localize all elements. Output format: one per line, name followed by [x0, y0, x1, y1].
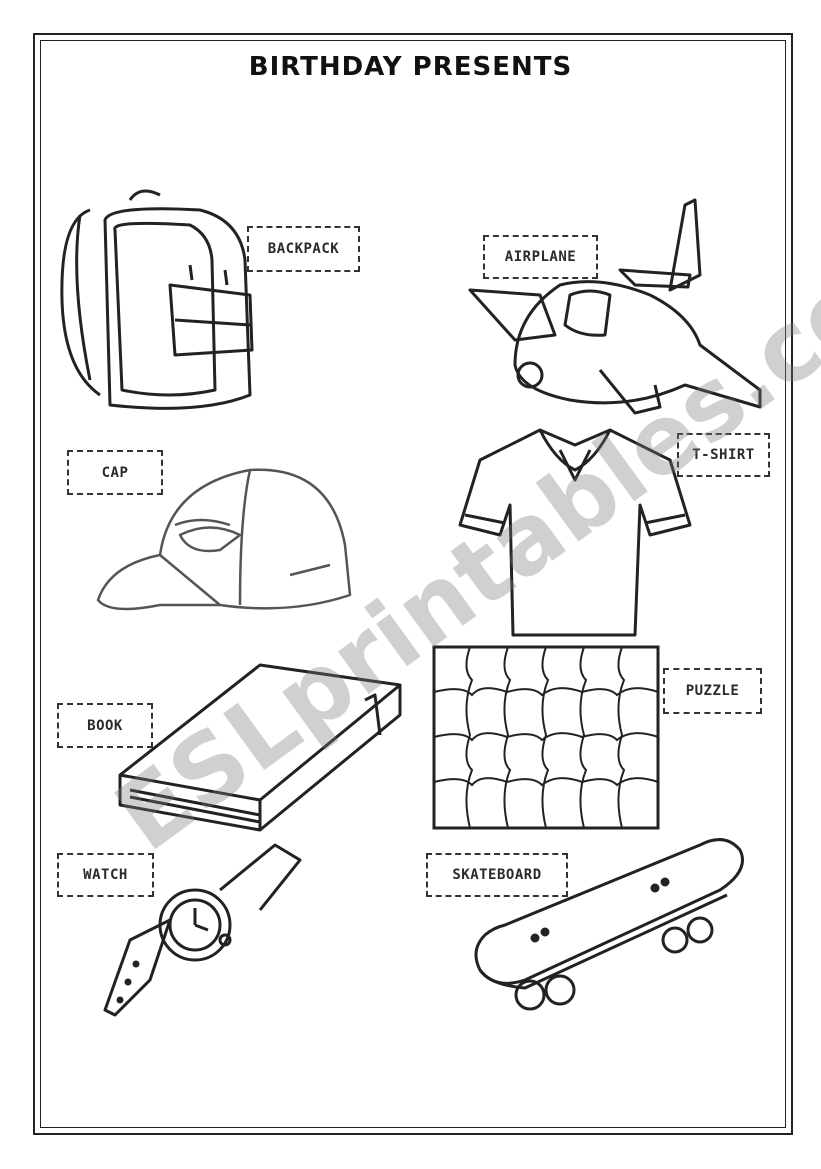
label-airplane: AIRPLANE — [483, 235, 598, 279]
puzzle-illustration — [432, 645, 660, 830]
skateboard-illustration — [465, 830, 755, 1015]
worksheet-title: BIRTHDAY PRESENTS — [248, 52, 573, 82]
cap-illustration — [90, 455, 360, 645]
label-puzzle: PUZZLE — [663, 668, 762, 714]
watch-illustration — [100, 830, 305, 1020]
backpack-illustration — [50, 180, 260, 420]
label-cap: CAP — [67, 450, 163, 495]
label-watch: WATCH — [57, 853, 154, 897]
label-book: BOOK — [57, 703, 153, 748]
page-border-outer — [33, 33, 793, 1135]
tshirt-illustration — [455, 420, 695, 640]
page-border-inner — [40, 40, 786, 1128]
label-skateboard: SKATEBOARD — [426, 853, 568, 897]
label-backpack: BACKPACK — [247, 226, 360, 272]
book-illustration — [110, 655, 410, 835]
label-tshirt: T-SHIRT — [677, 433, 770, 477]
airplane-illustration — [460, 195, 770, 420]
